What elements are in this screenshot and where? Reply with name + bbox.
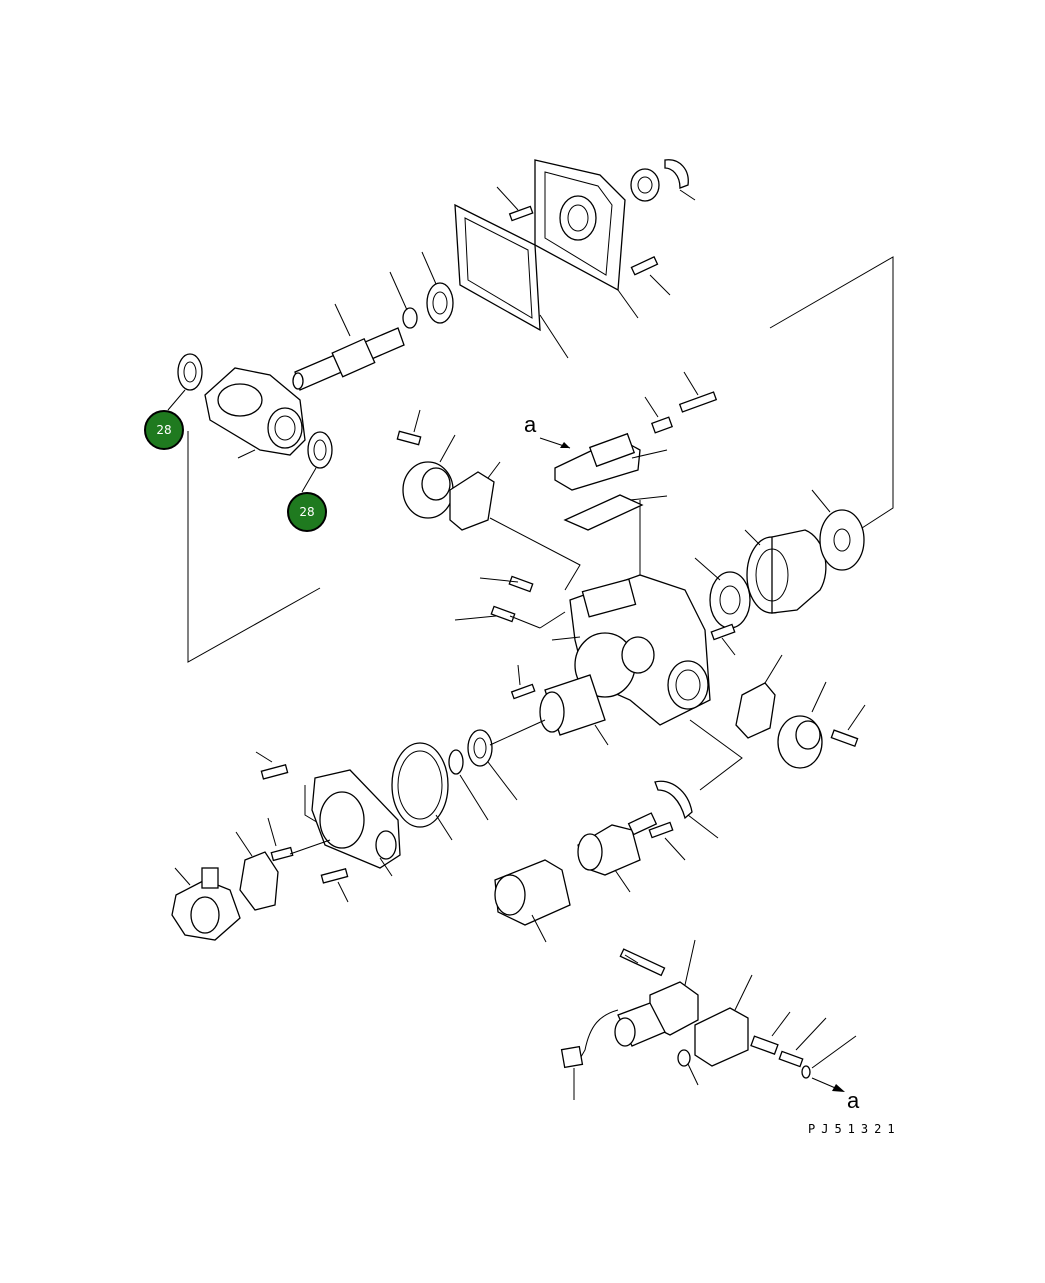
reference-mark-bottom: a	[847, 1088, 860, 1113]
clutch-pack	[694, 489, 865, 656]
bearing-left	[167, 353, 203, 411]
input-shaft	[292, 303, 405, 391]
dowel-pin-top	[496, 186, 534, 222]
dowel-pin-case	[510, 664, 536, 700]
case-bolts	[454, 575, 581, 641]
valve-fittings	[644, 371, 718, 434]
cover-gasket	[454, 203, 569, 359]
flange-cover	[396, 409, 501, 531]
spool-assembly	[494, 812, 686, 943]
shaft-bearing	[389, 251, 454, 329]
pump-gaskets	[391, 719, 546, 841]
thrust-washer	[654, 780, 719, 839]
rear-cover-plate	[534, 159, 639, 319]
pump-cover	[171, 831, 349, 941]
valve-block	[539, 432, 668, 531]
callout-28-right[interactable]: 28	[287, 492, 327, 532]
drawing-code: PJ51321	[808, 1122, 901, 1136]
front-bearing-housing	[204, 367, 306, 459]
solenoid-assembly	[560, 939, 857, 1100]
bolt-top-plate	[630, 256, 671, 296]
callout-28-left-label: 28	[156, 423, 171, 437]
right-cover	[735, 654, 866, 769]
top-bearing-assembly	[630, 159, 696, 202]
assembly-boundary-lines	[187, 256, 894, 831]
bearing-right	[301, 431, 333, 493]
sleeve	[539, 674, 609, 746]
callout-28-left[interactable]: 28	[144, 410, 184, 450]
reference-mark-top: a	[524, 412, 537, 437]
gear-pump	[255, 751, 401, 877]
callout-28-right-label: 28	[299, 505, 314, 519]
